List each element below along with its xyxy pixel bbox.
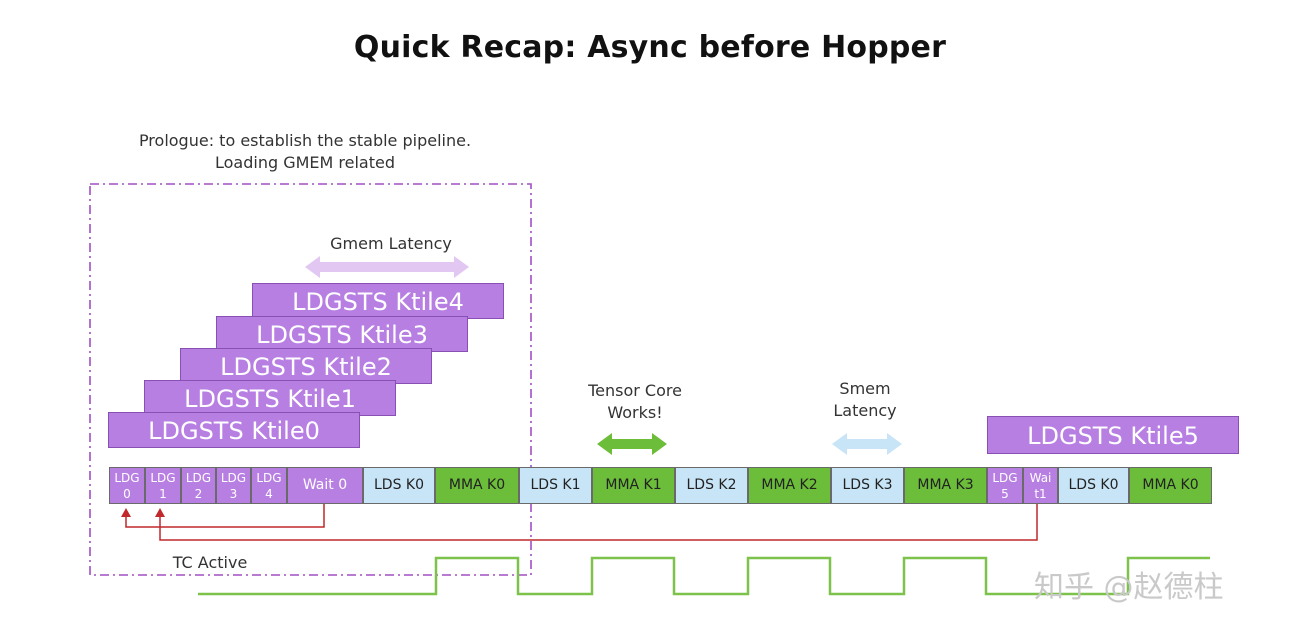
timeline-lds-k0-next: LDS K0 [1058,467,1129,504]
timeline-ldg4: LDG 4 [251,467,287,504]
tensor-core-label-line-1: Tensor Core [588,381,682,400]
timeline-ldg5: LDG 5 [987,467,1023,504]
timeline-lds-k2: LDS K2 [675,467,748,504]
timeline-ldg3: LDG 3 [216,467,251,504]
prologue-caption-line-1: Prologue: to establish the stable pipeli… [138,131,472,150]
tensor-core-arrow [597,433,667,455]
prologue-box [89,183,532,576]
dependency-arrowhead-ldg1 [155,508,165,517]
ldgsts-ktile5-block: LDGSTS Ktile5 [987,416,1239,454]
ldgsts-ktile2-block: LDGSTS Ktile2 [180,348,432,384]
timeline-wait0: Wait 0 [287,467,363,504]
ldgsts-ktile3-block: LDGSTS Ktile3 [216,316,468,352]
prologue-caption-line-2: Loading GMEM related [214,153,395,172]
page-title: Quick Recap: Async before Hopper [353,30,947,65]
ldgsts-ktile0-block: LDGSTS Ktile0 [108,412,360,448]
timeline-lds-k3: LDS K3 [831,467,904,504]
gmem-latency-arrow [305,256,469,278]
timeline-lds-k0: LDS K0 [363,467,435,504]
smem-latency-label-line-1: Smem [839,379,891,398]
watermark: 知乎 @赵德柱 [1034,570,1224,605]
smem-latency-label-line-2: Latency [833,401,897,420]
smem-latency-arrow [832,433,902,455]
dependency-arrow-wait0 [125,504,325,528]
tensor-core-label: Tensor Core Works! [560,380,710,424]
ldgsts-ktile1-block: LDGSTS Ktile1 [144,380,396,416]
timeline-mma-k2: MMA K2 [748,467,831,504]
smem-latency-label: Smem Latency [800,378,930,422]
ldgsts-ktile4-block: LDGSTS Ktile4 [252,283,504,319]
tensor-core-label-line-2: Works! [607,403,663,422]
timeline-ldg2: LDG 2 [181,467,216,504]
timeline-mma-k0: MMA K0 [435,467,519,504]
tc-active-label: TC Active [172,553,248,572]
dependency-arrowhead-ldg0 [121,508,131,517]
timeline-mma-k0-next: MMA K0 [1129,467,1212,504]
timeline-wait1: Wai t1 [1023,467,1058,504]
prologue-caption: Prologue: to establish the stable pipeli… [100,130,510,174]
dependency-arrow-wait1 [159,504,1038,541]
timeline-lds-k1: LDS K1 [519,467,592,504]
gmem-latency-label: Gmem Latency [330,234,452,253]
tc-active-waveform [198,556,1210,596]
timeline-ldg0: LDG 0 [109,467,145,504]
timeline-mma-k1: MMA K1 [592,467,675,504]
timeline-mma-k3: MMA K3 [904,467,987,504]
timeline-ldg1: LDG 1 [145,467,181,504]
